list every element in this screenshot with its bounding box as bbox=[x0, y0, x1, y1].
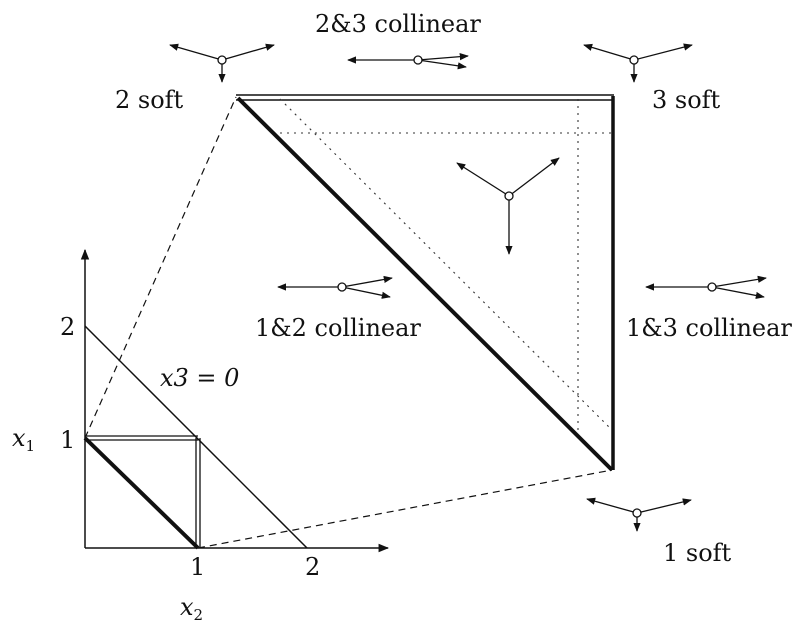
label-soft-1: 1 soft bbox=[663, 539, 732, 567]
small-plot bbox=[80, 248, 390, 553]
label-collinear-12: 1&2 collinear bbox=[255, 314, 421, 342]
collinear-vertex-icon bbox=[277, 275, 393, 299]
big-diagonal-thick bbox=[236, 96, 614, 472]
label-x3-zero: x3 = 0 bbox=[160, 364, 240, 392]
collinear-vertex-icon bbox=[347, 53, 469, 70]
three-prong-vertex-icon bbox=[456, 157, 560, 255]
y-axis-label: x1 bbox=[12, 424, 36, 455]
small-double-top bbox=[85, 435, 198, 441]
label-collinear-13: 1&3 collinear bbox=[626, 314, 792, 342]
x-tick-1: 1 bbox=[190, 553, 206, 581]
label-soft-3: 3 soft bbox=[652, 86, 721, 114]
three-prong-vertex-icon bbox=[583, 43, 693, 83]
dotted-inner-lines bbox=[279, 98, 613, 431]
three-prong-vertex-icon bbox=[586, 497, 692, 532]
big-double-top bbox=[236, 94, 614, 101]
collinear-vertex-icon bbox=[645, 275, 767, 300]
small-diagonal-thick bbox=[83, 436, 200, 550]
y-tick-1: 1 bbox=[60, 426, 76, 454]
x3-zero-line bbox=[84, 325, 308, 549]
label-soft-2: 2 soft bbox=[115, 86, 184, 114]
x-tick-2: 2 bbox=[305, 553, 321, 581]
small-double-right bbox=[195, 438, 201, 548]
three-prong-vertex-icon bbox=[169, 43, 275, 83]
x-axis-label: x2 bbox=[180, 593, 204, 624]
label-collinear-23: 2&3 collinear bbox=[315, 10, 481, 38]
projection-lines bbox=[84, 96, 613, 549]
big-triangle bbox=[236, 94, 615, 472]
y-tick-2: 2 bbox=[60, 313, 76, 341]
